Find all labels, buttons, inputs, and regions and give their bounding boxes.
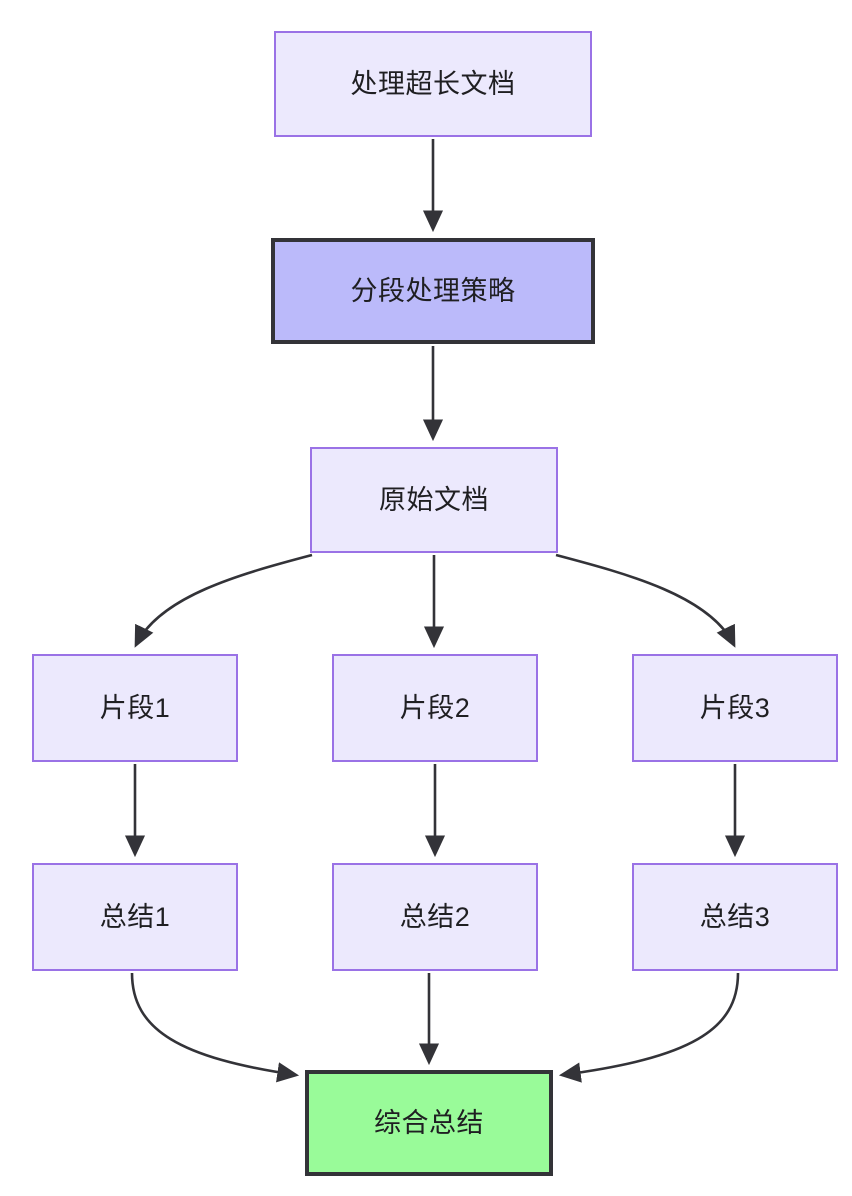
node-label: 分段处理策略 (350, 275, 516, 306)
node-label: 总结1 (99, 901, 171, 932)
node-label: 总结2 (399, 901, 471, 932)
node-summary-3[interactable]: 总结3 (632, 863, 838, 971)
node-chunk-3[interactable]: 片段3 (632, 654, 838, 762)
node-summary-1[interactable]: 总结1 (32, 863, 238, 971)
node-label: 片段2 (399, 692, 471, 723)
edge-source-to-chunk3 (555, 553, 736, 648)
node-label: 原始文档 (379, 484, 489, 515)
node-final-summary[interactable]: 综合总结 (305, 1070, 553, 1176)
node-source-document[interactable]: 原始文档 (310, 447, 558, 553)
edge-source-to-chunk1 (134, 553, 313, 648)
node-chunk-1[interactable]: 片段1 (32, 654, 238, 762)
node-chunk-2[interactable]: 片段2 (332, 654, 538, 762)
node-label: 总结3 (699, 901, 771, 932)
node-label: 处理超长文档 (350, 68, 516, 99)
edge-summary1-to-final (130, 972, 300, 1083)
node-process-long-document[interactable]: 处理超长文档 (274, 31, 592, 137)
edge-summary3-to-final (558, 972, 740, 1083)
node-label: 片段3 (699, 692, 771, 723)
node-label: 片段1 (99, 692, 171, 723)
node-summary-2[interactable]: 总结2 (332, 863, 538, 971)
node-chunking-strategy[interactable]: 分段处理策略 (271, 238, 595, 344)
node-label: 综合总结 (374, 1107, 484, 1138)
